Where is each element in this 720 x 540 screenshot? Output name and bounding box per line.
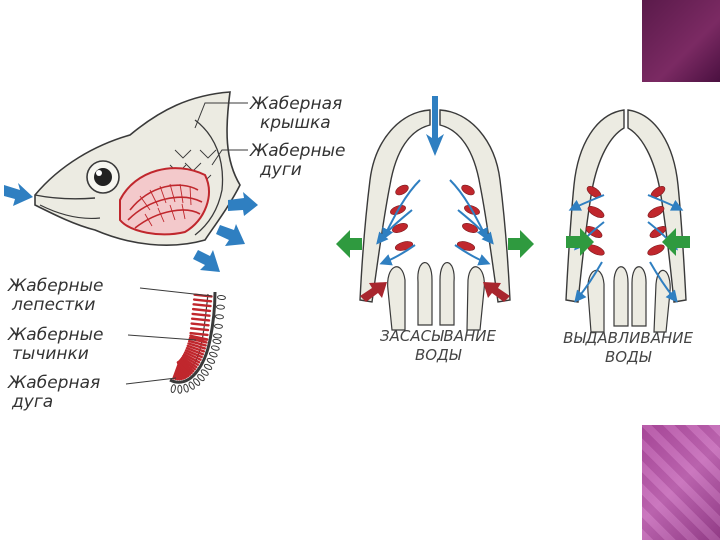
- caption-suction: ЗАСАСЫВАНИЕ ВОДЫ: [380, 327, 496, 364]
- gill-filament: [193, 309, 210, 311]
- water-out-arrow-icon: [216, 224, 245, 246]
- svg-text:Жаберные: Жаберные: [7, 276, 103, 296]
- svg-text:ЗАСАСЫВАНИЕ: ЗАСАСЫВАНИЕ: [380, 327, 496, 345]
- label-gill-arch: Жаберная дуга: [7, 373, 100, 412]
- gill-raker: [170, 384, 176, 393]
- svg-text:ВОДЫ: ВОДЫ: [605, 348, 652, 366]
- gill-filament: [191, 333, 208, 335]
- gill-raker: [211, 345, 220, 351]
- water-in-arrow-icon: [4, 183, 33, 206]
- gill-filament: [192, 319, 209, 321]
- gill-raker: [214, 324, 222, 329]
- gill-raker: [217, 295, 225, 300]
- outward-arrow-icon: [336, 230, 362, 258]
- svg-text:лепестки: лепестки: [11, 295, 95, 315]
- svg-text:Жаберные: Жаберные: [7, 325, 103, 345]
- label-gill-rakers: Жаберные тычинки: [7, 325, 103, 364]
- gill-filament: [194, 304, 211, 306]
- svg-text:ВЫДАВЛИВАНИЕ: ВЫДАВЛИВАНИЕ: [563, 329, 693, 347]
- caption-expulsion: ВЫДАВЛИВАНИЕ ВОДЫ: [563, 329, 693, 366]
- gill-raker: [206, 358, 215, 365]
- expulsion-panel: [566, 110, 690, 332]
- label-operculum: Жаберная крышка: [249, 94, 342, 133]
- gill-filament: [191, 328, 208, 330]
- gill-filament: [194, 300, 211, 302]
- gill-filament: [193, 314, 210, 316]
- gill-raker: [213, 334, 221, 339]
- svg-text:ВОДЫ: ВОДЫ: [415, 346, 462, 364]
- svg-text:Жаберная: Жаберная: [249, 94, 342, 114]
- svg-text:тычинки: тычинки: [12, 344, 89, 364]
- outward-arrow-icon: [508, 230, 534, 258]
- gill-raker: [204, 363, 213, 370]
- gill-raker: [213, 339, 222, 345]
- svg-text:дуги: дуги: [259, 160, 302, 180]
- gill-raker: [216, 305, 224, 310]
- svg-text:Жаберная: Жаберная: [7, 373, 100, 393]
- gill-filament: [192, 324, 209, 326]
- gill-raker: [215, 314, 223, 319]
- gill-raker: [183, 384, 189, 393]
- svg-text:крышка: крышка: [260, 113, 331, 133]
- gill-raker: [178, 385, 182, 393]
- fish-head: [4, 92, 258, 272]
- gill-raker: [209, 351, 218, 357]
- label-gill-arches: Жаберные дуги: [249, 141, 345, 180]
- svg-text:Жаберные: Жаберные: [249, 141, 345, 161]
- water-out-arrow-icon: [193, 250, 220, 272]
- svg-text:дуга: дуга: [11, 392, 53, 412]
- suction-panel: [336, 96, 534, 330]
- gill-arch-detail: [170, 292, 226, 393]
- label-gill-filaments: Жаберные лепестки: [7, 276, 103, 315]
